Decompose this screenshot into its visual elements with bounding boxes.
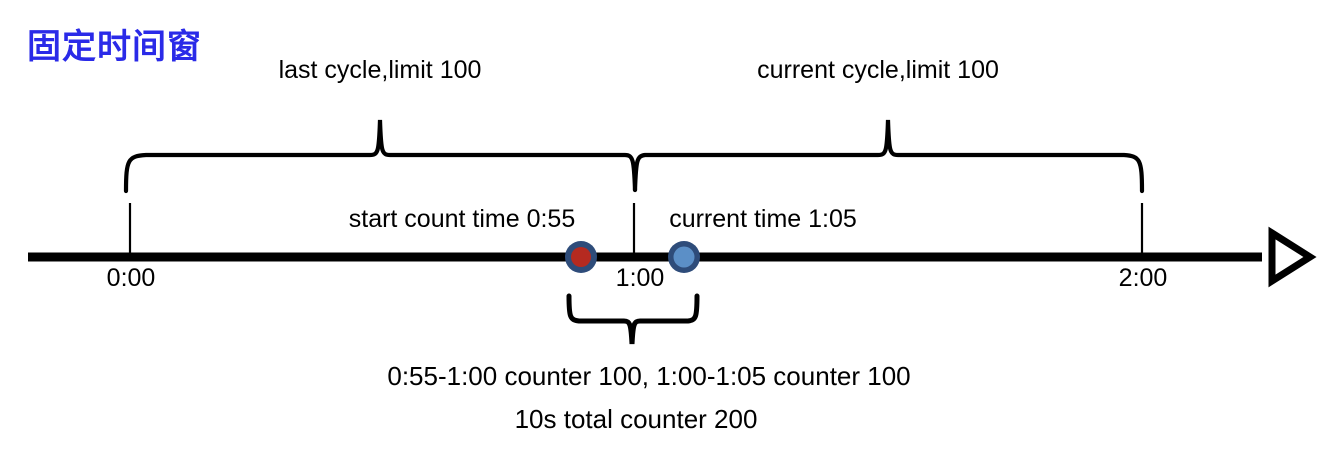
current-time-label: current time 1:05 xyxy=(669,205,857,233)
counter-summary-line-1: 0:55-1:00 counter 100, 1:00-1:05 counter… xyxy=(387,361,911,391)
start-count-time-label: start count time 0:55 xyxy=(348,205,576,233)
tick-label-0-00: 0:00 xyxy=(106,264,156,292)
tick-label-2-00: 2:00 xyxy=(1118,264,1168,292)
tick-label-1-00: 1:00 xyxy=(615,264,665,292)
last-cycle-label: last cycle,limit 100 xyxy=(278,56,482,84)
right-arrow-icon xyxy=(1268,226,1317,288)
page-title: 固定时间窗 xyxy=(27,28,202,66)
last-cycle-brace xyxy=(123,119,638,194)
current-time-dot-core xyxy=(673,246,695,268)
counter-summary-line-2: 10s total counter 200 xyxy=(514,404,758,434)
counter-span-brace xyxy=(566,293,700,345)
start-count-dot-core xyxy=(571,247,591,267)
current-cycle-brace xyxy=(632,119,1145,194)
current-cycle-label: current cycle,limit 100 xyxy=(757,56,999,84)
